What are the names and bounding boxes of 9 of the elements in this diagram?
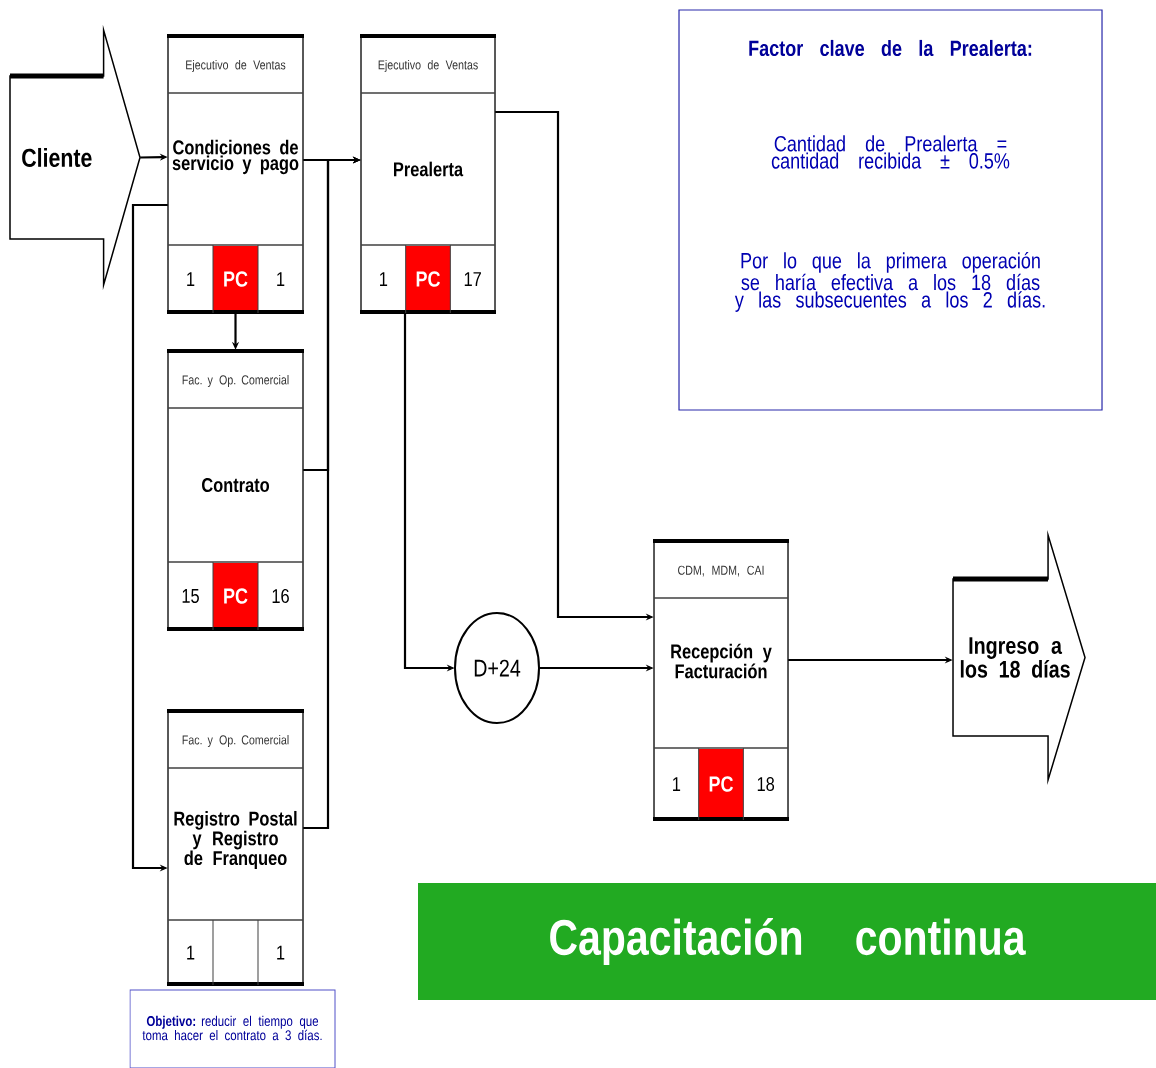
process-box: Ejecutivo de Ventas Condiciones de servicio y pago 1 PC 1 bbox=[167, 34, 304, 314]
note-box: Objetivo: reducir el tiempo que toma hacer el contrato a 3 días. bbox=[129, 989, 336, 1068]
banner: Capacitación continua bbox=[418, 883, 1156, 1000]
process-box: Fac. y Op. Comercial Registro Postal y Registro de Franqueo 1 1 bbox=[167, 709, 304, 986]
process-box: Ejecutivo de Ventas Prealerta 1 PC 17 bbox=[360, 34, 496, 314]
note-box: Factor clave de la Prealerta: Cantidad de Prealerta = cantidad recibida ± 0.5% Por lo que la primera operación se haría efectiva a los 18 días y las subsecuentes a los 2 días. bbox=[678, 9, 1103, 411]
process-box: CDM, MDM, CAI Recepción y Facturación 1 PC 18 bbox=[653, 539, 789, 821]
ellipse-node: D+24 bbox=[454, 612, 540, 724]
process-box: Fac. y Op. Comercial Contrato 15 PC 16 bbox=[167, 349, 304, 631]
